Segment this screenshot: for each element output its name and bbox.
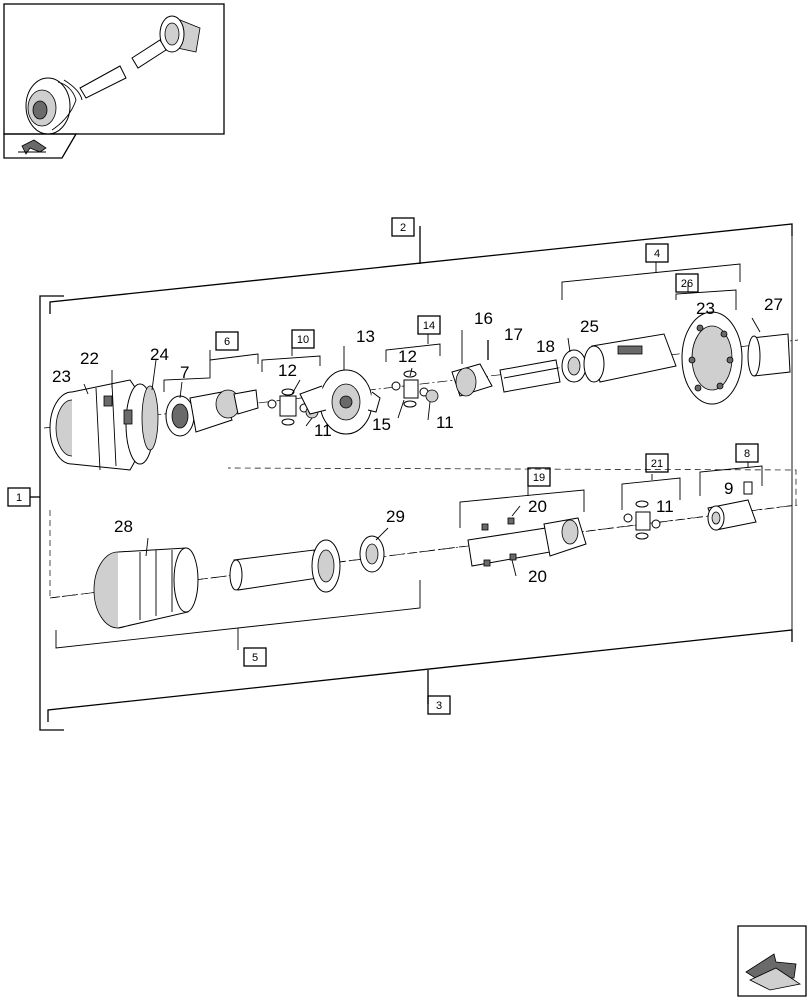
navigate-back-icon[interactable] bbox=[3, 133, 78, 159]
guard-cone-part[interactable] bbox=[49, 379, 155, 471]
callout-box-5: 5 bbox=[243, 647, 267, 667]
retaining-ring-part[interactable] bbox=[561, 349, 587, 383]
guard-tube-part[interactable] bbox=[583, 333, 677, 383]
callout-20b: 20 bbox=[528, 567, 547, 586]
callout-16: 16 bbox=[474, 309, 493, 328]
callout-4: 4 bbox=[654, 248, 660, 260]
callout-25: 25 bbox=[580, 317, 599, 336]
callout-3: 3 bbox=[436, 700, 442, 712]
main-assembly-bracket bbox=[30, 223, 793, 731]
callout-box-26: 26 bbox=[675, 273, 699, 293]
callout-23a: 23 bbox=[52, 367, 71, 386]
bell-cover-part[interactable] bbox=[681, 311, 743, 405]
end-sleeve-part[interactable] bbox=[747, 333, 791, 377]
plain-callouts: 23 22 24 7 12 11 13 12 15 11 16 17 18 25… bbox=[52, 295, 783, 586]
callout-box-3: 3 bbox=[427, 695, 451, 715]
callout-18: 18 bbox=[536, 337, 555, 356]
callout-29: 29 bbox=[386, 507, 405, 526]
bellows-guard-part[interactable] bbox=[93, 547, 199, 629]
callout-15: 15 bbox=[372, 415, 391, 434]
inner-yoke-part[interactable] bbox=[165, 389, 259, 437]
leader-lines bbox=[55, 262, 763, 650]
callout-6: 6 bbox=[224, 336, 230, 348]
lower-group-outline bbox=[49, 467, 797, 599]
callout-box-1: 1 bbox=[7, 487, 31, 507]
callout-13: 13 bbox=[356, 327, 375, 346]
profile-tube-part[interactable] bbox=[499, 359, 561, 393]
callout-19: 19 bbox=[533, 472, 545, 484]
callout-box-19: 19 bbox=[527, 467, 551, 487]
inner-guard-tube-part[interactable] bbox=[229, 539, 341, 593]
callout-12b: 12 bbox=[398, 347, 417, 366]
callout-7: 7 bbox=[180, 363, 189, 382]
callout-23b: 23 bbox=[696, 299, 715, 318]
cross-journal-part-14[interactable] bbox=[391, 370, 439, 408]
callout-2: 2 bbox=[400, 222, 406, 234]
callout-box-4: 4 bbox=[645, 243, 669, 263]
callout-28: 28 bbox=[114, 517, 133, 536]
driveshaft-thumbnail-icon[interactable] bbox=[3, 3, 225, 135]
callout-1: 1 bbox=[16, 492, 22, 504]
callout-9: 9 bbox=[724, 479, 733, 498]
callout-14: 14 bbox=[423, 320, 435, 332]
callout-10: 10 bbox=[297, 334, 309, 346]
guard-bearing-part[interactable] bbox=[359, 535, 385, 573]
callout-21: 21 bbox=[651, 458, 663, 470]
callout-26: 26 bbox=[681, 278, 693, 290]
cv-housing-part[interactable] bbox=[299, 369, 381, 435]
clamp-yoke-part[interactable] bbox=[707, 481, 757, 531]
callout-22: 22 bbox=[80, 349, 99, 368]
callout-11b: 11 bbox=[436, 413, 454, 432]
callout-20a: 20 bbox=[528, 497, 547, 516]
cross-journal-part-21[interactable] bbox=[623, 500, 661, 540]
callout-11c: 11 bbox=[656, 497, 674, 516]
callout-8: 8 bbox=[744, 448, 750, 460]
callout-box-14: 14 bbox=[417, 315, 441, 335]
callout-17: 17 bbox=[504, 325, 523, 344]
callout-box-8: 8 bbox=[735, 443, 759, 463]
inner-profile-tube-part[interactable] bbox=[467, 517, 587, 567]
callout-11a: 11 bbox=[314, 421, 332, 440]
callout-box-2: 2 bbox=[391, 217, 415, 237]
callout-box-10: 10 bbox=[291, 329, 315, 349]
callout-5: 5 bbox=[252, 652, 258, 664]
tube-yoke-part[interactable] bbox=[451, 363, 493, 397]
callout-box-6: 6 bbox=[215, 331, 239, 351]
bearing-ring-part[interactable] bbox=[141, 385, 159, 451]
callout-24: 24 bbox=[150, 345, 169, 364]
navigate-next-icon[interactable] bbox=[737, 925, 807, 997]
callout-box-21: 21 bbox=[645, 453, 669, 473]
callout-27: 27 bbox=[764, 295, 783, 314]
callout-12a: 12 bbox=[278, 361, 297, 380]
